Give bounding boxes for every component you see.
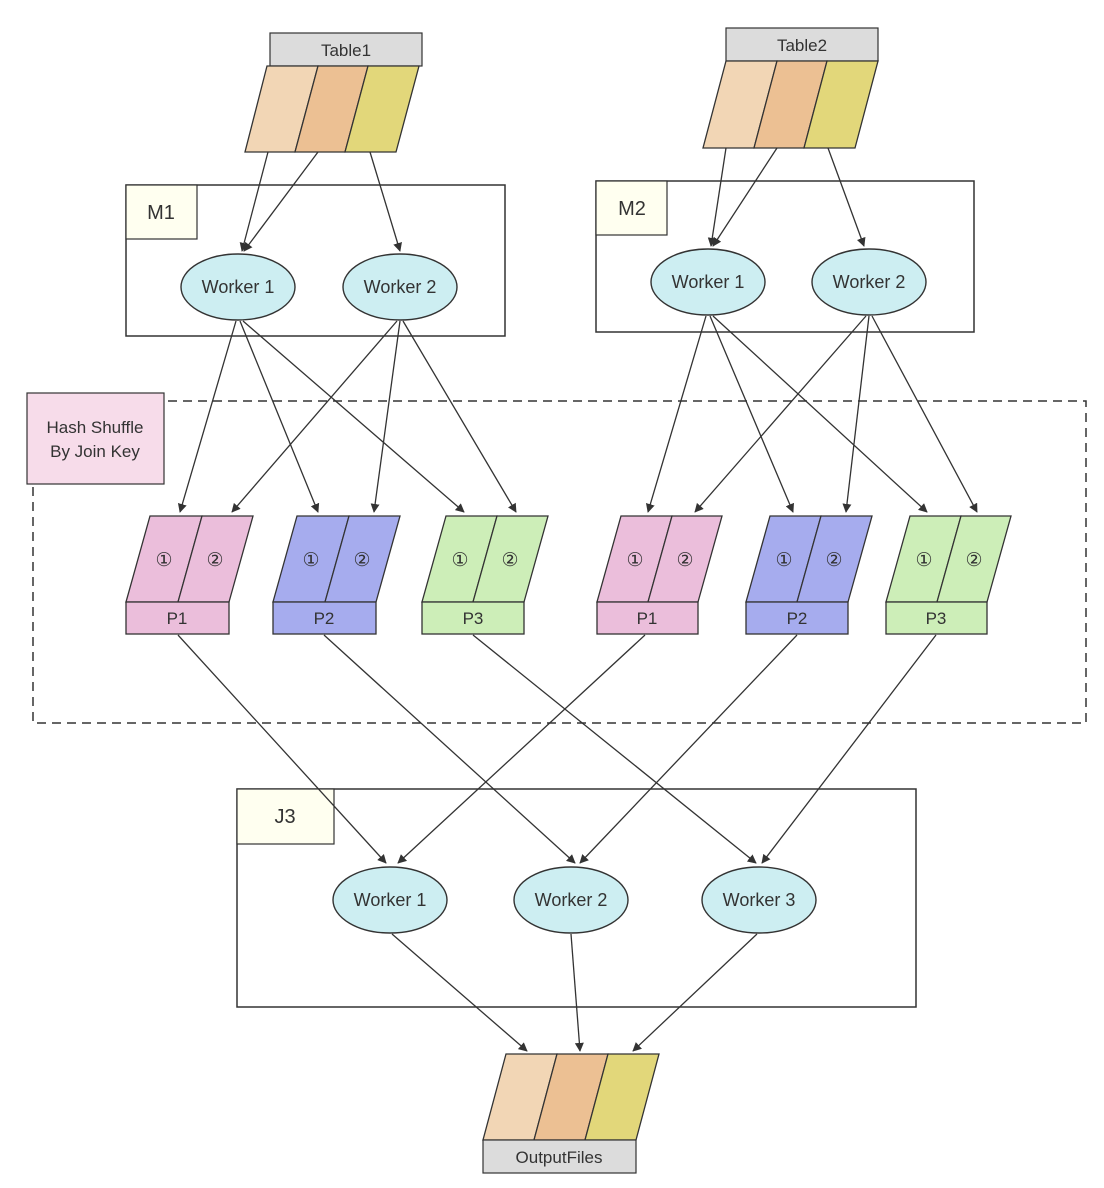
right-p1-marker-1: ①	[626, 550, 643, 571]
right-partition-p1: ① ② P1	[596, 515, 723, 635]
left-partition-p2: ① ② P2	[272, 515, 401, 635]
output-header	[482, 1139, 637, 1174]
edge-table2-w2	[827, 147, 866, 247]
j3-worker-2: Worker 2	[513, 866, 629, 934]
edge-table2-w1-a	[707, 147, 727, 247]
stage-j3-label-box	[236, 788, 335, 845]
shuffle-label-line1: Hash Shuffle	[46, 418, 143, 437]
right-p2-marker-2: ②	[825, 550, 842, 571]
right-p3-label: P3	[926, 609, 947, 628]
output-files: OutputFiles	[482, 1053, 660, 1174]
stage-m1-box	[125, 184, 506, 337]
stage-m2-box	[595, 180, 975, 333]
table2-file: Table2	[702, 27, 879, 149]
left-p3-label: P3	[463, 609, 484, 628]
m1-worker-1-label: Worker 1	[202, 277, 275, 297]
stage-m1-label-box	[125, 184, 198, 240]
edge-m1w1-p1	[177, 320, 237, 513]
edge-j3w2-output	[570, 933, 584, 1052]
shuffle-region	[32, 400, 1087, 724]
j3-worker-1-label: Worker 1	[354, 890, 427, 910]
j3-worker-3: Worker 3	[701, 866, 817, 934]
left-partition-p3: ① ② P3	[421, 515, 549, 635]
left-p2-marker-2: ②	[353, 550, 370, 571]
left-p1-label: P1	[167, 609, 188, 628]
m1-worker-2-label: Worker 2	[364, 277, 437, 297]
stage-j3-label: J3	[274, 806, 295, 828]
edge-m1w2-p3	[402, 320, 517, 513]
edge-m2w2-p1	[694, 315, 867, 513]
right-p3-marker-1: ①	[915, 550, 932, 571]
edge-m2w2-p2	[842, 315, 870, 513]
table2-segment-3	[803, 60, 879, 149]
edge-m1w2-p1	[231, 320, 398, 513]
left-p3-marker-2: ②	[501, 550, 518, 571]
edge-m2w2-p3	[871, 315, 978, 513]
right-p1-label: P1	[637, 609, 658, 628]
right-p2-label: P2	[787, 609, 808, 628]
edge-rightp2-j3w2	[579, 634, 798, 864]
edge-m2w1-p1	[645, 315, 707, 513]
stage-m2-label: M2	[618, 198, 646, 220]
edge-j3w1-output	[391, 933, 528, 1052]
edge-rightp1-j3w1	[397, 634, 646, 864]
edge-m2w1-p2	[709, 315, 794, 513]
left-p1-marker-2: ②	[206, 550, 223, 571]
edge-table1-w1-b	[243, 151, 319, 252]
edge-m1w2-p2	[370, 320, 401, 513]
m2-worker-1-label: Worker 1	[672, 272, 745, 292]
j3-worker-1: Worker 1	[332, 866, 448, 934]
edge-leftp3-j3w3	[472, 634, 757, 864]
m1-worker-2: Worker 2	[342, 253, 458, 321]
m2-worker-2-label: Worker 2	[833, 272, 906, 292]
left-partition-p1: ① ② P1	[125, 515, 254, 635]
right-partition-p2: ① ② P2	[745, 515, 873, 635]
left-p2-marker-1: ①	[302, 550, 319, 571]
stage-m2-label-box	[595, 180, 668, 236]
right-p2-marker-1: ①	[775, 550, 792, 571]
edge-m1w1-p3	[242, 320, 465, 513]
m1-worker-1: Worker 1	[180, 253, 296, 321]
table2-header	[725, 27, 879, 62]
left-p3-marker-1: ①	[451, 550, 468, 571]
right-p3-marker-2: ②	[965, 550, 982, 571]
right-p1-marker-2: ②	[676, 550, 693, 571]
edge-rightp3-j3w3	[761, 634, 937, 864]
table1-label: Table1	[321, 41, 371, 60]
shuffle-label-box	[26, 392, 165, 485]
table1-segment-3	[344, 65, 420, 153]
edge-table1-w2	[369, 151, 402, 252]
left-p1-marker-1: ①	[155, 550, 172, 571]
m2-worker-2: Worker 2	[811, 248, 927, 316]
edge-leftp1-j3w1	[177, 634, 387, 864]
output-label: OutputFiles	[516, 1148, 603, 1167]
stage-m1-label: M1	[147, 202, 175, 224]
edge-table2-w1-b	[712, 147, 778, 247]
edge-leftp2-j3w2	[323, 634, 576, 864]
j3-worker-3-label: Worker 3	[723, 890, 796, 910]
j3-worker-2-label: Worker 2	[535, 890, 608, 910]
right-partition-p3: ① ② P3	[885, 515, 1012, 635]
left-p2-label: P2	[314, 609, 335, 628]
edge-m1w1-p2	[239, 320, 320, 513]
table1-file: Table1	[244, 32, 423, 153]
edge-m2w1-p3	[712, 315, 928, 513]
edge-table1-w1-a	[239, 151, 269, 252]
m2-worker-1: Worker 1	[650, 248, 766, 316]
shuffle-label-line2: By Join Key	[50, 442, 140, 461]
table2-label: Table2	[777, 36, 827, 55]
edge-j3w3-output	[632, 933, 758, 1052]
